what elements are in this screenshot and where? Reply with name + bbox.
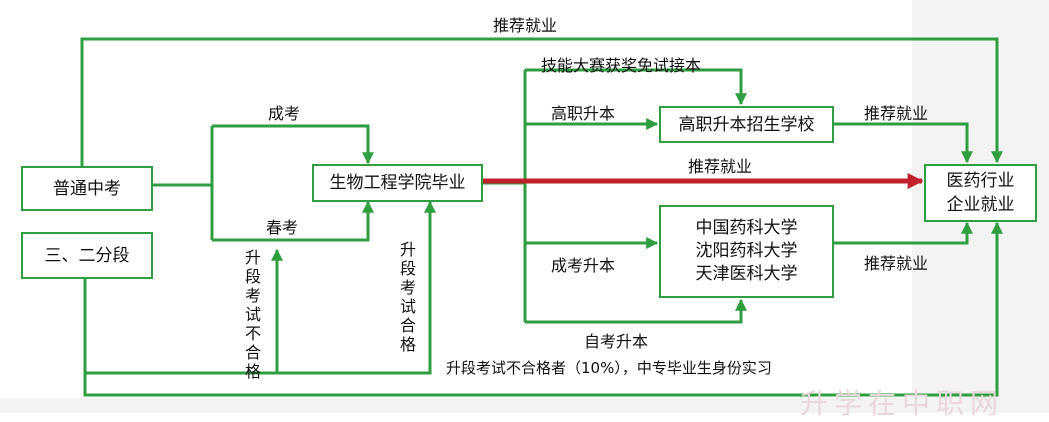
- watermark: 升学在中职网: [800, 387, 1005, 420]
- edge-jineng: [525, 68, 747, 106]
- edge-recommend-gaozhi: [834, 122, 973, 164]
- edge-chengkao: [212, 124, 374, 165]
- label-upgrade-fail: 升段考试不合格: [244, 248, 261, 381]
- industry-line-1: 医药行业: [946, 171, 1015, 191]
- industry-line-2: 企业就业: [946, 195, 1015, 215]
- connector-lines: [80, 37, 1003, 397]
- label-upgrade-pass: 升段考试合格: [399, 240, 416, 354]
- bottom-margin-strip: [0, 398, 912, 413]
- university-1: 中国药科大学: [695, 218, 798, 238]
- label-chunkao: 春考: [266, 218, 299, 237]
- node-biye: 生物工程学院毕业: [312, 164, 483, 202]
- node-sanerfenduan: 三、二分段: [21, 232, 153, 279]
- edge-zikao-shengben: [525, 298, 747, 324]
- edge-top-recommend: [80, 37, 1003, 166]
- label-bottom-note: 升段考试不合格者（10%），中专毕业生身份实习: [446, 359, 772, 377]
- node-industry: 医药行业 企业就业: [924, 164, 1037, 222]
- label-recommend-main: 推荐就业: [688, 157, 753, 176]
- label-jineng: 技能大赛获奖免试接本: [541, 56, 702, 75]
- node-gaozhi-zhaosheng: 高职升本招生学校: [659, 106, 834, 143]
- label-recommend-univ: 推荐就业: [864, 254, 929, 273]
- label-recommend-gaozhi: 推荐就业: [864, 104, 929, 123]
- label-top-recommend: 推荐就业: [493, 16, 558, 35]
- label-chengkao: 成考: [268, 104, 301, 123]
- university-3: 天津医科大学: [695, 264, 798, 284]
- edge-upgrade-pass: [85, 200, 436, 375]
- label-gaozhi-shengben: 高职升本: [551, 104, 616, 123]
- edge-chunkao: [212, 200, 374, 242]
- label-zikao-shengben: 自考升本: [584, 332, 649, 351]
- node-universities: 中国药科大学 沈阳药科大学 天津医科大学: [659, 205, 834, 298]
- edge-sanerfenduan-bottom: [83, 221, 1003, 397]
- node-putong-zhongkao: 普通中考: [21, 166, 153, 211]
- edge-recommend-univ: [834, 221, 973, 245]
- label-chengkao-shengben: 成考升本: [551, 256, 616, 275]
- university-2: 沈阳药科大学: [695, 241, 798, 261]
